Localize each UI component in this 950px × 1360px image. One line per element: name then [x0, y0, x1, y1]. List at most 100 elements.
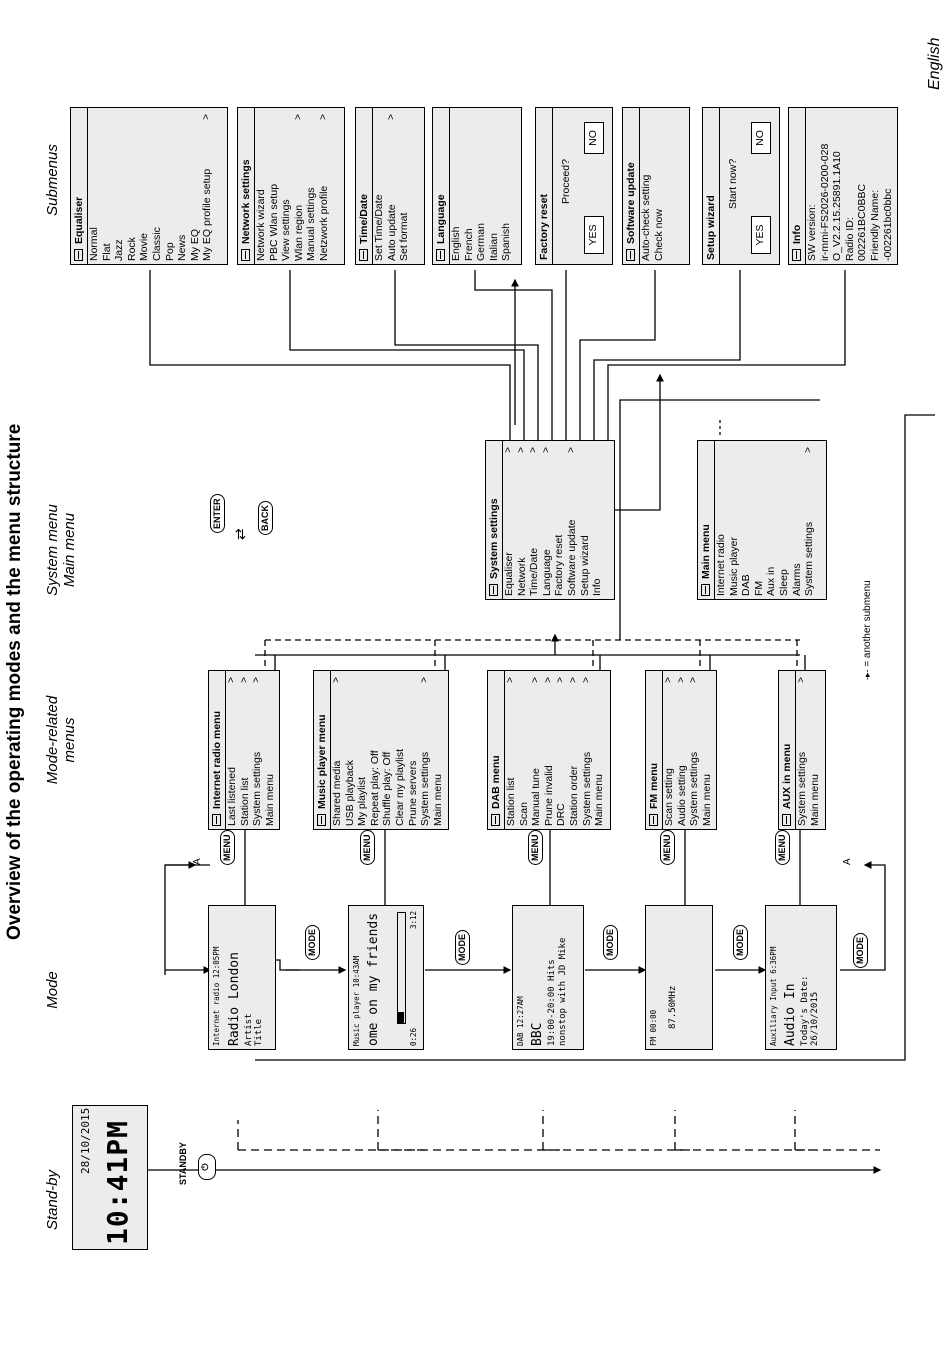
- yes-button[interactable]: YES: [751, 216, 771, 254]
- mode-pill-1[interactable]: MODE: [305, 925, 320, 960]
- screen-internet-radio: Internet radio 12:05PM Radio London Arti…: [208, 905, 276, 1050]
- menu-item[interactable]: USB playback: [344, 671, 357, 829]
- menu-item[interactable]: FM: [753, 441, 766, 599]
- menu-item-label: Repeat play: Off: [368, 750, 381, 826]
- menu-item-label: Setup wizard: [578, 535, 591, 596]
- menu-item[interactable]: Wlan region>: [292, 114, 305, 261]
- menu-item[interactable]: Spanish: [500, 108, 513, 264]
- menu-item[interactable]: Equaliser>: [503, 447, 515, 596]
- menu-item[interactable]: Manual settings: [305, 108, 318, 264]
- menu-item[interactable]: Last listened>: [226, 677, 238, 826]
- menu-item[interactable]: Repeat play: Off: [369, 671, 382, 829]
- menu-item[interactable]: Scan setting>: [663, 677, 675, 826]
- menu-item[interactable]: Main menu: [264, 671, 277, 829]
- menu-item[interactable]: Check now: [653, 108, 666, 264]
- screen-total: 3:12: [409, 910, 418, 929]
- menu-pill-5[interactable]: MENU: [775, 830, 790, 865]
- menu-item[interactable]: German: [475, 108, 488, 264]
- menu-item[interactable]: English: [450, 108, 463, 264]
- menu-item[interactable]: Station list>: [505, 677, 517, 826]
- menu-item[interactable]: Audio setting>: [675, 677, 688, 826]
- menu-item-label: Shared media: [331, 760, 343, 826]
- menu-item[interactable]: Main menu: [593, 671, 606, 829]
- menu-item[interactable]: Network wizard: [255, 108, 268, 264]
- menu-item[interactable]: Netzwork profile>: [317, 114, 330, 261]
- menu-item[interactable]: Time/Date>: [528, 447, 541, 596]
- menu-item[interactable]: Info: [591, 441, 604, 599]
- menu-item[interactable]: Software update>: [565, 447, 578, 596]
- menu-item[interactable]: Aux in: [765, 441, 778, 599]
- menu-item[interactable]: View settings: [280, 108, 293, 264]
- menu-item[interactable]: Pop: [164, 108, 177, 264]
- menu-item[interactable]: News: [176, 108, 189, 264]
- menu-pill-4[interactable]: MENU: [660, 830, 675, 865]
- menu-item[interactable]: Rock: [126, 108, 139, 264]
- menu-item[interactable]: Main menu: [701, 671, 714, 829]
- menu-item[interactable]: System settings>: [796, 677, 808, 826]
- menu-item[interactable]: Prune invalid>: [542, 677, 555, 826]
- menu-item[interactable]: My EQ: [189, 108, 202, 264]
- menu-item[interactable]: Music player: [728, 441, 741, 599]
- menu-item[interactable]: Italian: [488, 108, 501, 264]
- menu-pill-1[interactable]: MENU: [220, 830, 235, 865]
- info-line-text: Radio ID:: [843, 217, 856, 261]
- menu-item[interactable]: My playlist: [356, 671, 369, 829]
- menu-item[interactable]: Network>: [515, 447, 528, 596]
- menu-item[interactable]: Manual tune>: [530, 677, 543, 826]
- menu-item[interactable]: Main menu: [432, 671, 445, 829]
- menu-item[interactable]: Scan: [518, 671, 531, 829]
- yes-button[interactable]: YES: [584, 216, 604, 254]
- power-icon[interactable]: ⏻: [198, 1154, 216, 1180]
- menu-item[interactable]: Shuffle play: Off: [381, 671, 394, 829]
- menu-pill-3[interactable]: MENU: [528, 830, 543, 865]
- menu-item[interactable]: Station list>: [238, 677, 251, 826]
- screen-top: DAB 12:27AM: [516, 996, 525, 1046]
- menu-item[interactable]: DRC>: [555, 677, 568, 826]
- menu-item[interactable]: System settings>: [251, 677, 264, 826]
- menu-item[interactable]: System settings>: [580, 677, 593, 826]
- no-button[interactable]: NO: [584, 122, 604, 154]
- menu-item[interactable]: Normal: [88, 108, 101, 264]
- menu-aux-in: AUX in menu System settings> Main menu: [778, 670, 826, 830]
- mode-pill-3[interactable]: MODE: [603, 925, 618, 960]
- menu-item-label: DAB: [740, 574, 753, 596]
- menu-item[interactable]: Set format: [398, 108, 411, 264]
- menu-item[interactable]: Auto update>: [385, 114, 398, 261]
- menu-item[interactable]: Jazz: [113, 108, 126, 264]
- menu-item[interactable]: Shared media>: [331, 677, 343, 826]
- menu-item[interactable]: Clear my playlist: [394, 671, 407, 829]
- menu-item[interactable]: Setup wizard: [579, 441, 592, 599]
- menu-item[interactable]: Movie: [138, 108, 151, 264]
- menu-item-label: Network: [515, 557, 528, 596]
- menu-item[interactable]: PBC Wlan setup: [268, 108, 281, 264]
- menu-item[interactable]: Internet radio: [715, 441, 728, 599]
- menu-item[interactable]: Auto-check setting: [640, 108, 653, 264]
- menu-item-label: Movie: [138, 232, 151, 261]
- menu-pill-2[interactable]: MENU: [360, 830, 375, 865]
- menu-item[interactable]: System settings>: [803, 447, 816, 596]
- menu-item[interactable]: Main menu: [809, 671, 822, 829]
- mode-pill-2[interactable]: MODE: [455, 930, 470, 965]
- menu-item[interactable]: Factory reset: [553, 441, 566, 599]
- menu-item[interactable]: Alarms: [791, 441, 804, 599]
- menu-item[interactable]: System settings>: [688, 677, 701, 826]
- mode-pill-5[interactable]: MODE: [853, 933, 868, 968]
- menu-item[interactable]: System settings>: [419, 677, 432, 826]
- menu-item[interactable]: Sleep: [778, 441, 791, 599]
- menu-item[interactable]: DAB: [740, 441, 753, 599]
- menu-item[interactable]: Flat: [101, 108, 114, 264]
- menu-item[interactable]: French: [463, 108, 476, 264]
- menu-item[interactable]: Prune servers: [407, 671, 420, 829]
- no-button[interactable]: NO: [751, 122, 771, 154]
- menu-item[interactable]: Language>: [540, 447, 553, 596]
- mode-pill-4[interactable]: MODE: [733, 925, 748, 960]
- info-line-text: -002261bc0bbc: [881, 188, 894, 261]
- menu-item[interactable]: Classic: [151, 108, 164, 264]
- menu-item[interactable]: My EQ profile setup>: [201, 114, 214, 261]
- menu-item[interactable]: Station order>: [567, 677, 580, 826]
- menu-item-label: Language: [540, 549, 553, 596]
- menu-title: Network settings: [238, 108, 255, 264]
- menu-item[interactable]: Set Time/Date: [373, 108, 386, 264]
- enter-key[interactable]: ENTER: [210, 494, 225, 533]
- back-key[interactable]: BACK: [258, 501, 273, 535]
